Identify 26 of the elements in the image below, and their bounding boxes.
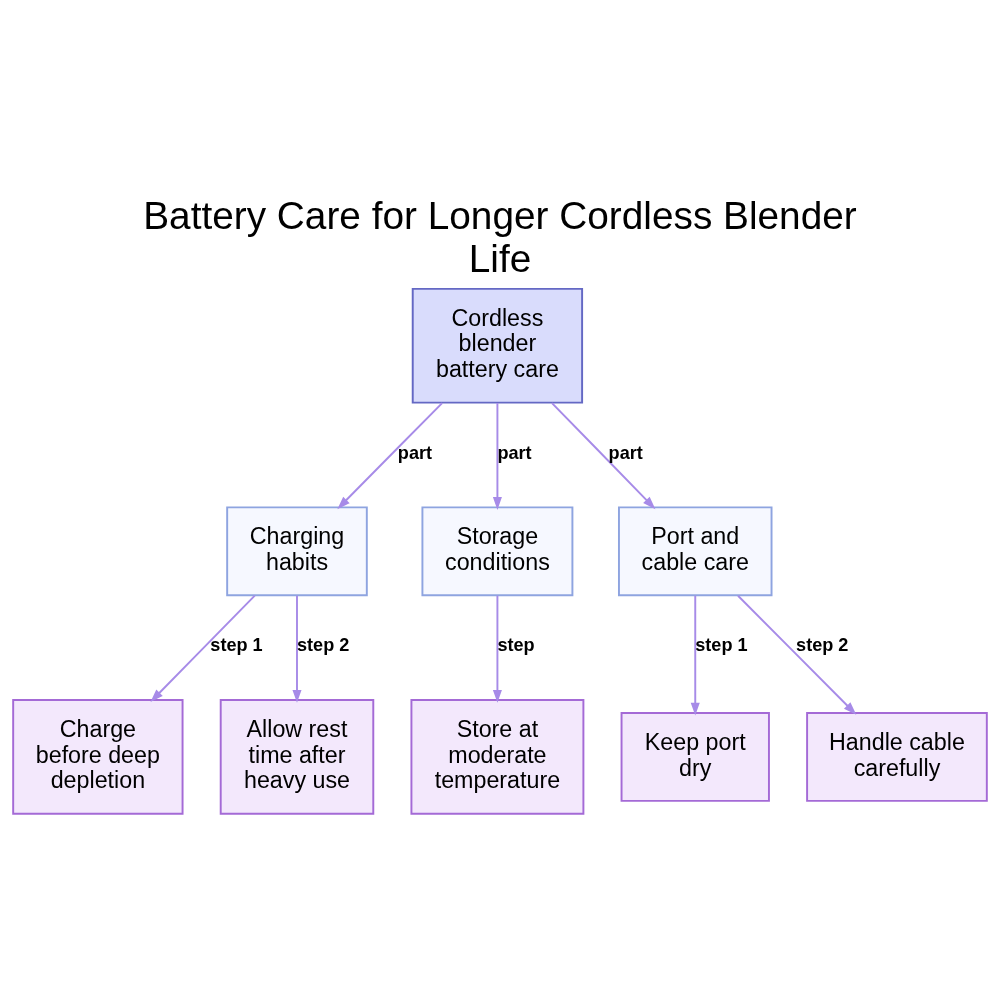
arrow [737, 594, 857, 715]
diagram-title: Battery Care for Longer Cordless Blender Life [143, 193, 857, 280]
edge-label: step [497, 634, 535, 655]
edge-label: part [497, 442, 532, 462]
edge-label: step 2 [796, 634, 849, 655]
arrow [551, 401, 656, 509]
arrow [492, 594, 502, 703]
node-box: Handle cable carefully [806, 711, 988, 802]
edge-label: step 1 [695, 634, 748, 655]
node-box: Cordless blender battery care [411, 287, 584, 404]
arrow [150, 594, 256, 702]
node-box: Charge before deep depletion [12, 698, 184, 815]
arrow [337, 401, 444, 509]
edge-label: step 1 [210, 634, 263, 655]
node-box: Charging habits [226, 505, 368, 596]
edge-label: part [608, 442, 643, 462]
node-box: Store at moderate temperature [410, 698, 585, 815]
node-box: Allow rest time after heavy use [219, 698, 375, 815]
edge-label: part [397, 442, 433, 462]
node-box: Keep port dry [620, 711, 770, 802]
node-box: Storage conditions [421, 505, 574, 596]
arrow [292, 594, 302, 703]
arrow [492, 401, 502, 510]
edge-label: step 2 [296, 634, 350, 655]
arrow [690, 594, 700, 716]
node-box: Port and cable care [618, 505, 773, 596]
